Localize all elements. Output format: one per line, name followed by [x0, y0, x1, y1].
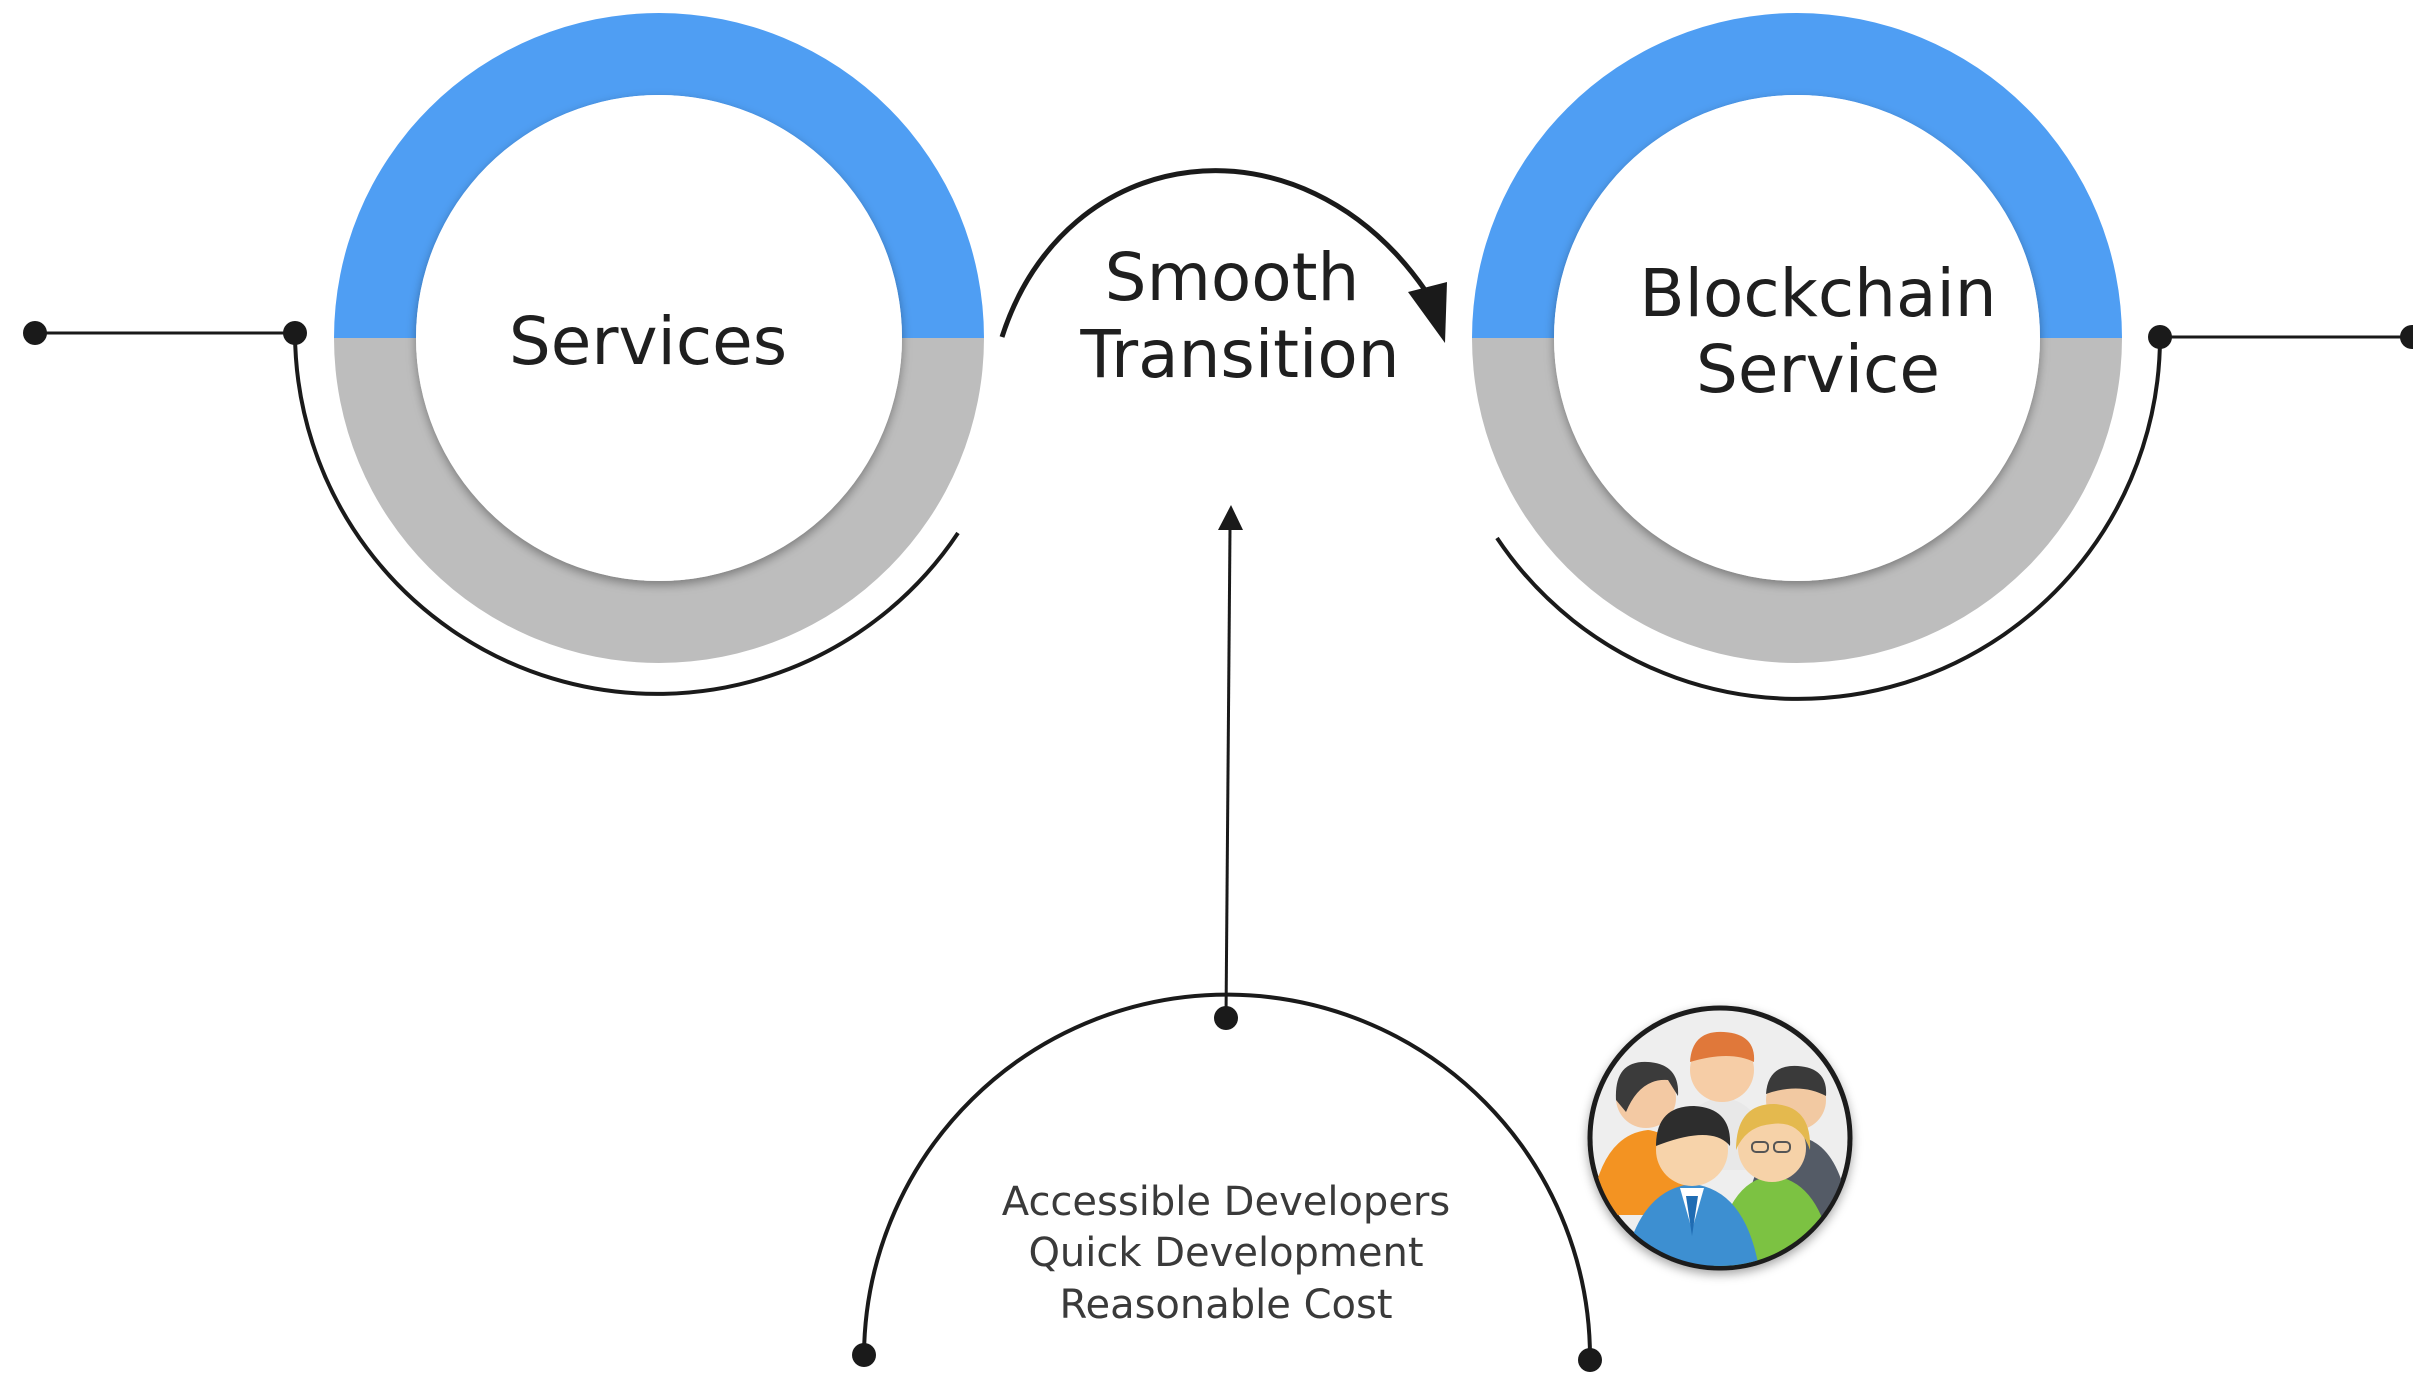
- services-ring: [334, 13, 984, 663]
- services-ring-center: [416, 95, 902, 581]
- services-ring-bottom: [334, 338, 984, 663]
- transition-arrowhead: [1408, 282, 1447, 343]
- transition-label-line2: Transition: [1079, 316, 1399, 393]
- blockchain-ring-bottom: [1472, 338, 2122, 663]
- blockchain-ring-center: [1554, 95, 2040, 581]
- blockchain-ring: [1472, 13, 2122, 663]
- benefit-reasonable-cost: Reasonable Cost: [1059, 1282, 1392, 1328]
- benefits-arrowhead: [1218, 505, 1243, 530]
- benefits-arc: [852, 992, 1602, 1372]
- services-ring-top: [334, 13, 984, 338]
- right-connector: [1495, 325, 2413, 701]
- benefit-quick-development: Quick Development: [1028, 1230, 1423, 1276]
- benefit-accessible-developers: Accessible Developers: [1002, 1179, 1450, 1225]
- transition-arrow: [999, 168, 1447, 343]
- transition-label-line1: Smooth: [1105, 239, 1360, 316]
- benefits-arrow: [1214, 505, 1243, 1030]
- blockchain-label-line1: Blockchain: [1639, 255, 1996, 332]
- blockchain-label-line2: Service: [1696, 331, 1940, 408]
- services-label: Services: [509, 303, 787, 380]
- left-connector: [23, 321, 960, 696]
- team-people-icon: [1587, 1005, 1853, 1271]
- blockchain-ring-top: [1472, 13, 2122, 338]
